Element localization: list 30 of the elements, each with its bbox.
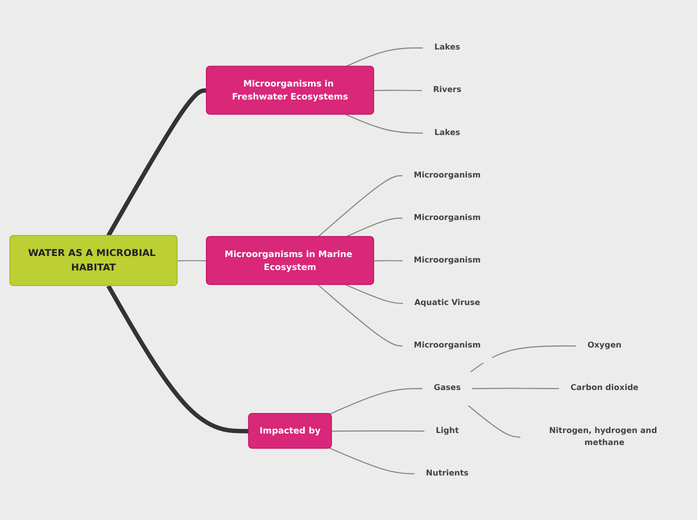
connector — [374, 89, 422, 91]
node-text: Microorganism — [413, 212, 480, 222]
node-text: Gases — [433, 382, 460, 392]
connector — [106, 284, 248, 433]
connector — [467, 404, 521, 438]
node-text: Microorganism — [413, 170, 480, 180]
connector — [345, 46, 424, 67]
node-text: Microorganism — [413, 254, 480, 264]
connector — [317, 284, 403, 346]
connector — [331, 430, 425, 432]
node-text: Rivers — [432, 84, 461, 94]
connector — [106, 88, 206, 236]
node-text: Nitrogen, hydrogen and methane — [548, 425, 657, 446]
node-text: Aquatic Viruse — [414, 297, 480, 307]
node-text: Microorganism — [413, 340, 480, 350]
node-text: Lakes — [434, 42, 460, 52]
connector — [329, 447, 415, 474]
node-text: Nutrients — [425, 468, 468, 478]
connector — [345, 114, 424, 134]
node-text: Light — [435, 425, 458, 434]
node-text: Lakes — [434, 127, 460, 136]
connector — [345, 284, 404, 304]
connector — [469, 344, 576, 372]
connector — [472, 387, 560, 389]
connector — [177, 260, 206, 261]
connector — [329, 387, 423, 414]
node-text: Oxygen — [586, 340, 622, 350]
node-text: Carbon dioxide — [570, 382, 638, 392]
connector — [374, 260, 403, 261]
connector — [317, 174, 403, 237]
